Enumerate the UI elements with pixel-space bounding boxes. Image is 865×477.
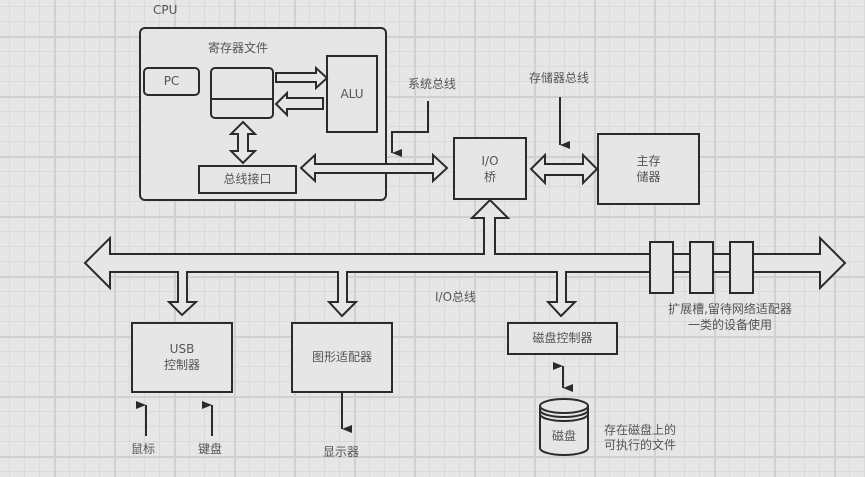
io-bus-to-usb-arrow [166, 271, 199, 317]
usb-controller-label-1: USB [169, 342, 195, 356]
usb-controller-box[interactable] [131, 322, 233, 393]
disk-cylinder[interactable] [539, 406, 589, 456]
disk-cylinder-ring-1 [539, 409, 589, 418]
memory-bus-label: 存储器总线 [529, 71, 590, 85]
expansion-slots-note-1: 扩展槽,留待网络适配器 [668, 302, 792, 316]
graphics-adapter-label: 图形适配器 [311, 350, 372, 364]
disk-cylinder-ring-2 [539, 413, 589, 422]
io-bus-to-disk-controller-arrow [545, 271, 578, 318]
pc-register[interactable] [143, 67, 200, 96]
system-bus-label: 系统总线 [408, 77, 457, 91]
register-bus-interface-arrow [228, 120, 258, 165]
main-memory-label-2: 储器 [636, 170, 661, 184]
cpu-title: CPU [153, 3, 178, 17]
register-file-block[interactable] [210, 67, 274, 119]
expansion-slot-1[interactable] [649, 241, 674, 294]
io-bridge-label-1: I/O [481, 154, 499, 168]
alu-label: ALU [340, 87, 364, 101]
disk-label: 磁盘 [551, 429, 576, 443]
bus-interface-box[interactable] [198, 165, 297, 194]
alu-box[interactable] [326, 55, 378, 133]
io-bus-to-bridge-arrow [469, 198, 511, 255]
keyboard-label: 键盘 [198, 442, 223, 456]
main-memory-label-1: 主存 [636, 154, 661, 168]
alu-to-register-arrow [274, 90, 324, 118]
usb-controller-label-2: 控制器 [163, 358, 200, 372]
disk-note-2: 可执行的文件 [604, 438, 677, 452]
display-label: 显示器 [323, 445, 360, 459]
register-to-alu-arrow [275, 65, 329, 91]
system-bus-pointer [391, 101, 429, 157]
disk-cylinder-top [539, 398, 589, 414]
main-memory-box[interactable] [597, 133, 700, 205]
graphics-adapter-box[interactable] [291, 322, 393, 393]
memory-bus-arrow[interactable] [529, 152, 599, 186]
expansion-slot-3[interactable] [729, 241, 754, 294]
io-bridge-box[interactable] [453, 137, 527, 200]
disk-controller-label: 磁盘控制器 [532, 331, 593, 345]
disk-note-1: 存在磁盘上的 [604, 423, 677, 437]
register-file-label: 寄存器文件 [208, 41, 269, 55]
bus-interface-label: 总线接口 [223, 172, 272, 186]
io-bus-arrow[interactable] [83, 235, 847, 291]
expansion-slot-2[interactable] [689, 241, 714, 294]
io-bus-label: I/O总线 [435, 290, 477, 304]
disk-controller-box[interactable] [507, 322, 618, 355]
system-bus-arrow[interactable] [299, 152, 449, 184]
io-bus-to-graphics-arrow [326, 271, 359, 318]
mouse-label: 鼠标 [131, 442, 156, 456]
expansion-slots-note-2: 一类的设备使用 [687, 318, 772, 332]
io-bridge-label-2: 桥 [483, 170, 496, 184]
pc-label: PC [163, 74, 180, 88]
